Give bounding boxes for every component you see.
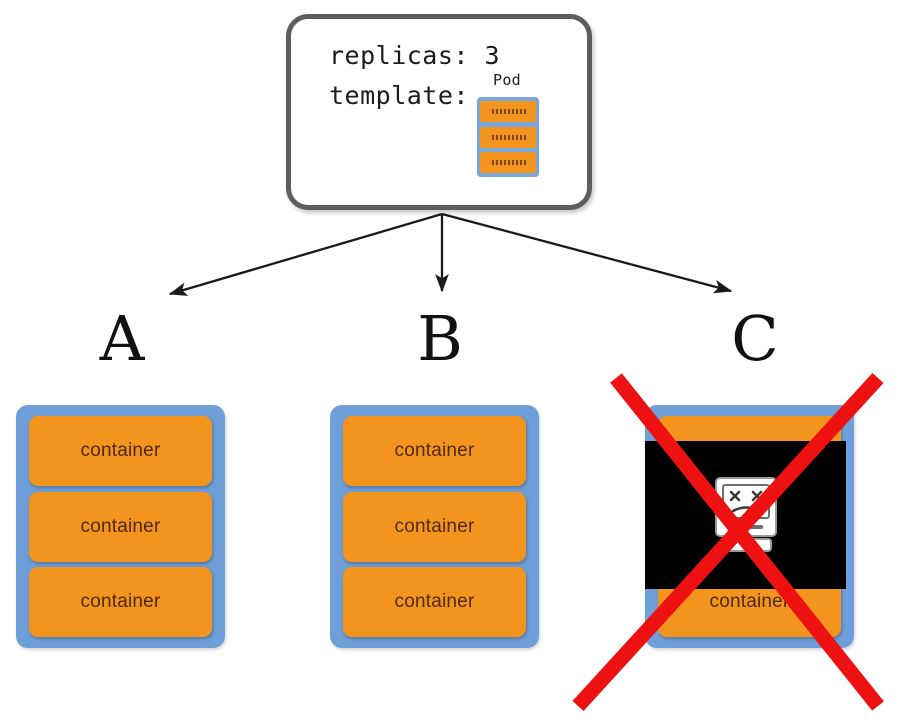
spec-pod-container (480, 101, 536, 122)
spec-pod-body (477, 97, 539, 177)
sad-mac-icon (714, 477, 777, 552)
arrow-to-c (441, 212, 733, 294)
spec-template-line: template: (329, 81, 469, 110)
container-label: container (394, 440, 475, 461)
container-box: container (29, 416, 212, 486)
container-box: container (343, 491, 526, 562)
replica-label-b: B (417, 302, 463, 375)
spec-template-pod: Pod (467, 71, 547, 201)
container-box: container (29, 567, 212, 637)
replica-label-a: A (99, 302, 145, 375)
replica-label-c: C (731, 302, 779, 375)
pod-c-crash-overlay (645, 441, 846, 589)
container-box: container (343, 416, 526, 486)
container-label: container (709, 591, 790, 612)
container-label: container (394, 591, 475, 612)
container-label: container (80, 515, 161, 537)
container-label: container (80, 591, 161, 612)
spec-replicas-line: replicas: 3 (329, 41, 501, 70)
spec-pod-container (480, 152, 536, 173)
container-label: container (80, 440, 161, 461)
spec-pod-container (480, 126, 536, 148)
container-box: container (29, 491, 212, 562)
pod-b: container container container (330, 405, 539, 648)
container-box: container (343, 567, 526, 637)
spec-pod-label: Pod (493, 71, 521, 89)
container-label: container (394, 515, 475, 537)
arrow-to-a (168, 212, 443, 296)
deployment-spec-box: replicas: 3 template: Pod (286, 14, 592, 210)
pod-a: container container container (16, 405, 225, 648)
